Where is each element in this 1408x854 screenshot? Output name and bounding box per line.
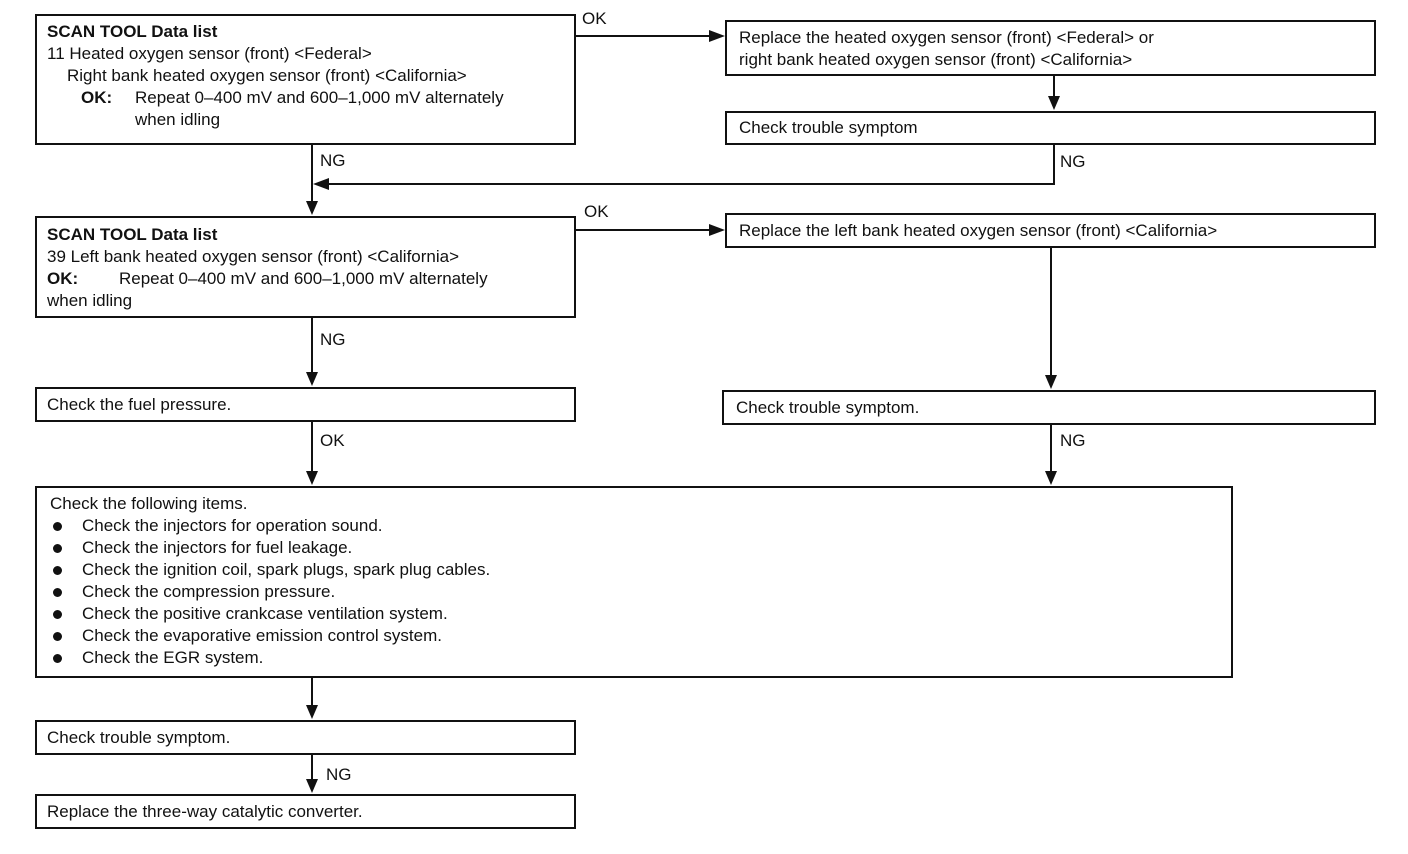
list-item: Check the injectors for operation sound. <box>50 515 1231 537</box>
connector-ok-2 <box>576 229 710 231</box>
arrow-down-replace-to-check <box>1048 96 1060 110</box>
connector-ng-2 <box>311 318 313 373</box>
scan-item-11: 11 Heated oxygen sensor (front) <Federal… <box>47 44 372 63</box>
scan-tool-title-2: SCAN TOOL Data list <box>47 225 218 244</box>
replace-left-bank-text: Replace the left bank heated oxygen sens… <box>739 221 1218 240</box>
arrow-down-items-to-check <box>306 705 318 719</box>
ok-criteria-text-2-cont: when idling <box>47 291 133 310</box>
scan-item-39: 39 Left bank heated oxygen sensor (front… <box>47 247 460 266</box>
ok-label-2: OK <box>584 202 609 221</box>
check-symptom-text-1: Check trouble symptom <box>739 118 918 137</box>
connector-ng-3 <box>1050 425 1052 472</box>
list-item: Check the evaporative emission control s… <box>50 625 1231 647</box>
replace-front-line2: right bank heated oxygen sensor (front) … <box>739 50 1133 69</box>
connector-ng-loop-horizontal <box>328 183 1055 185</box>
ok-label-3: OK <box>320 431 345 450</box>
arrow-right-ok-2 <box>709 224 725 236</box>
arrow-down-ng-3 <box>1045 471 1057 485</box>
bullet-icon <box>53 522 62 531</box>
check-symptom-box-2: Check trouble symptom. <box>722 390 1376 425</box>
ok-criteria-label-2: OK: <box>47 269 79 288</box>
bullet-icon <box>53 588 62 597</box>
bullet-icon <box>53 544 62 553</box>
ok-criteria-label: OK: <box>81 88 113 107</box>
connector-ok-1 <box>576 35 710 37</box>
connector-ok-3 <box>311 422 313 472</box>
ok-criteria-text-cont: when idling <box>135 110 221 129</box>
arrow-right-ok-1 <box>709 30 725 42</box>
ok-criteria-text: Repeat 0–400 mV and 600–1,000 mV alterna… <box>135 88 504 107</box>
scan-tool-box-front-sensor: SCAN TOOL Data list 11 Heated oxygen sen… <box>35 14 576 145</box>
check-symptom-text-2: Check trouble symptom. <box>736 398 920 417</box>
arrow-down-ng-2 <box>306 372 318 386</box>
arrow-down-ng-1 <box>306 201 318 215</box>
list-item: Check the compression pressure. <box>50 581 1231 603</box>
connector-ng-1 <box>311 145 313 203</box>
check-items-list: Check the injectors for operation sound.… <box>50 515 1231 669</box>
scan-tool-title: SCAN TOOL Data list <box>47 22 218 41</box>
scan-item-right-bank: Right bank heated oxygen sensor (front) … <box>67 66 467 85</box>
ok-criteria-text-2: Repeat 0–400 mV and 600–1,000 mV alterna… <box>119 269 488 288</box>
bullet-icon <box>53 654 62 663</box>
check-symptom-text-3: Check trouble symptom. <box>47 728 231 747</box>
ok-label-1: OK <box>582 9 607 28</box>
bullet-icon <box>53 566 62 575</box>
replace-catalytic-text: Replace the three-way catalytic converte… <box>47 802 363 821</box>
check-symptom-box-1: Check trouble symptom <box>725 111 1376 145</box>
connector-ng-loop-vertical <box>1053 145 1055 185</box>
check-symptom-box-3: Check trouble symptom. <box>35 720 576 755</box>
arrow-down-ok-3 <box>306 471 318 485</box>
list-item: Check the injectors for fuel leakage. <box>50 537 1231 559</box>
connector-left-replace-to-check <box>1050 248 1052 376</box>
ng-label-1: NG <box>320 151 346 170</box>
replace-front-sensor-box: Replace the heated oxygen sensor (front)… <box>725 20 1376 76</box>
replace-left-bank-box: Replace the left bank heated oxygen sens… <box>725 213 1376 248</box>
replace-catalytic-box: Replace the three-way catalytic converte… <box>35 794 576 829</box>
ng-label-3: NG <box>1060 431 1086 450</box>
list-item: Check the ignition coil, spark plugs, sp… <box>50 559 1231 581</box>
list-item: Check the EGR system. <box>50 647 1231 669</box>
arrow-left-ng-loop <box>313 178 329 190</box>
bullet-icon <box>53 632 62 641</box>
arrow-down-ng-4 <box>306 779 318 793</box>
ng-label-2: NG <box>320 330 346 349</box>
arrow-down-left-replace <box>1045 375 1057 389</box>
connector-ng-4 <box>311 755 313 780</box>
scan-tool-box-left-bank: SCAN TOOL Data list 39 Left bank heated … <box>35 216 576 318</box>
ng-label-4: NG <box>326 765 352 784</box>
check-items-box: Check the following items. Check the inj… <box>35 486 1233 678</box>
ng-label-loop: NG <box>1060 152 1086 171</box>
connector-items-to-check <box>311 678 313 706</box>
replace-front-line1: Replace the heated oxygen sensor (front)… <box>739 28 1154 47</box>
check-fuel-pressure-box: Check the fuel pressure. <box>35 387 576 422</box>
check-items-title: Check the following items. <box>50 494 248 513</box>
list-item: Check the positive crankcase ventilation… <box>50 603 1231 625</box>
bullet-icon <box>53 610 62 619</box>
connector-replace-to-check <box>1053 76 1055 98</box>
check-fuel-pressure-text: Check the fuel pressure. <box>47 395 232 414</box>
